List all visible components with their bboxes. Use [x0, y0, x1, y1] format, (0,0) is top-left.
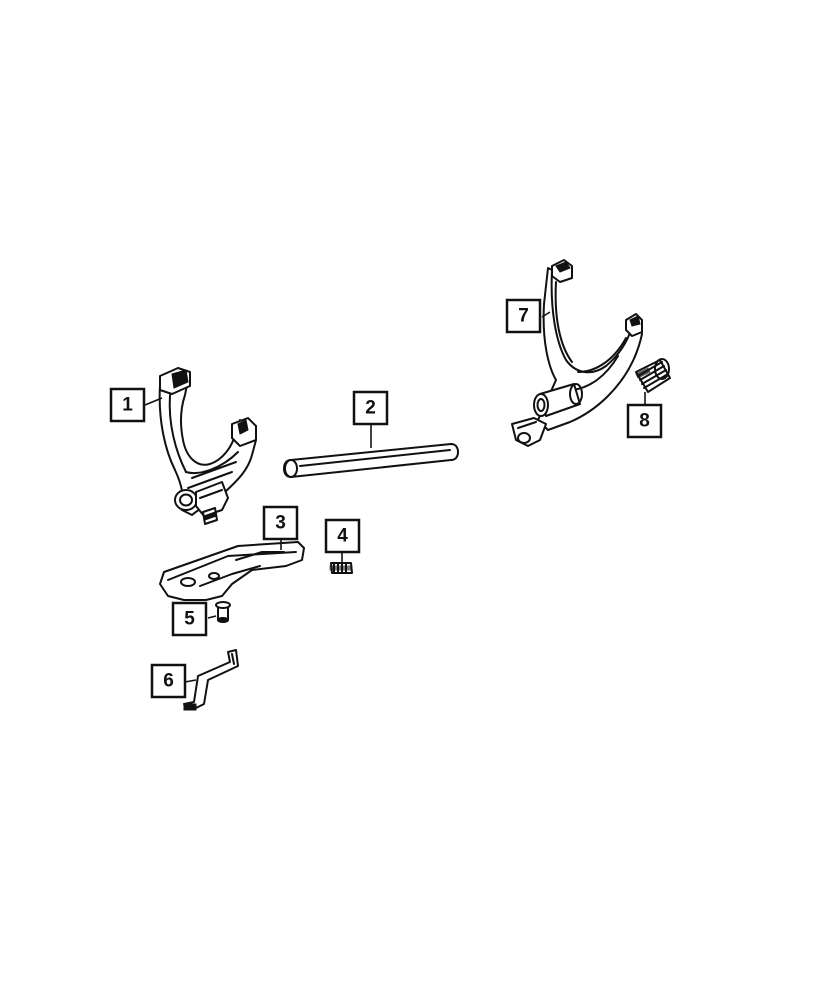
callout-1: 1: [109, 387, 146, 423]
callout-7: 7: [505, 298, 542, 334]
callout-3-label: 3: [275, 513, 286, 534]
callout-6-label: 6: [163, 671, 174, 692]
callout-6: 6: [150, 663, 187, 699]
callout-5-label: 5: [184, 609, 195, 630]
leader-7: [541, 311, 551, 318]
callout-8: 8: [626, 403, 663, 439]
callout-8-label: 8: [639, 411, 650, 432]
part-1-shift-fork: [158, 367, 257, 525]
part-8-coil-spring: [635, 358, 671, 393]
part-4-detent-spring: [329, 562, 353, 574]
callout-1-label: 1: [122, 395, 133, 416]
callout-5: 5: [171, 601, 208, 637]
callout-2-label: 2: [365, 398, 376, 419]
callout-4: 4: [324, 518, 361, 554]
leader-5: [207, 615, 217, 619]
leader-6: [184, 679, 197, 683]
callout-3: 3: [262, 505, 299, 541]
callout-7-label: 7: [518, 306, 529, 327]
callout-4-label: 4: [337, 526, 348, 547]
part-5-pin: [215, 601, 231, 623]
part-7-shift-fork: [511, 259, 643, 447]
part-2-shift-rail: [283, 443, 459, 478]
part-6-bent-rod: [183, 649, 239, 711]
leader-1: [144, 397, 163, 406]
part-3-shift-bracket: [159, 541, 305, 601]
callout-2: 2: [352, 390, 389, 426]
